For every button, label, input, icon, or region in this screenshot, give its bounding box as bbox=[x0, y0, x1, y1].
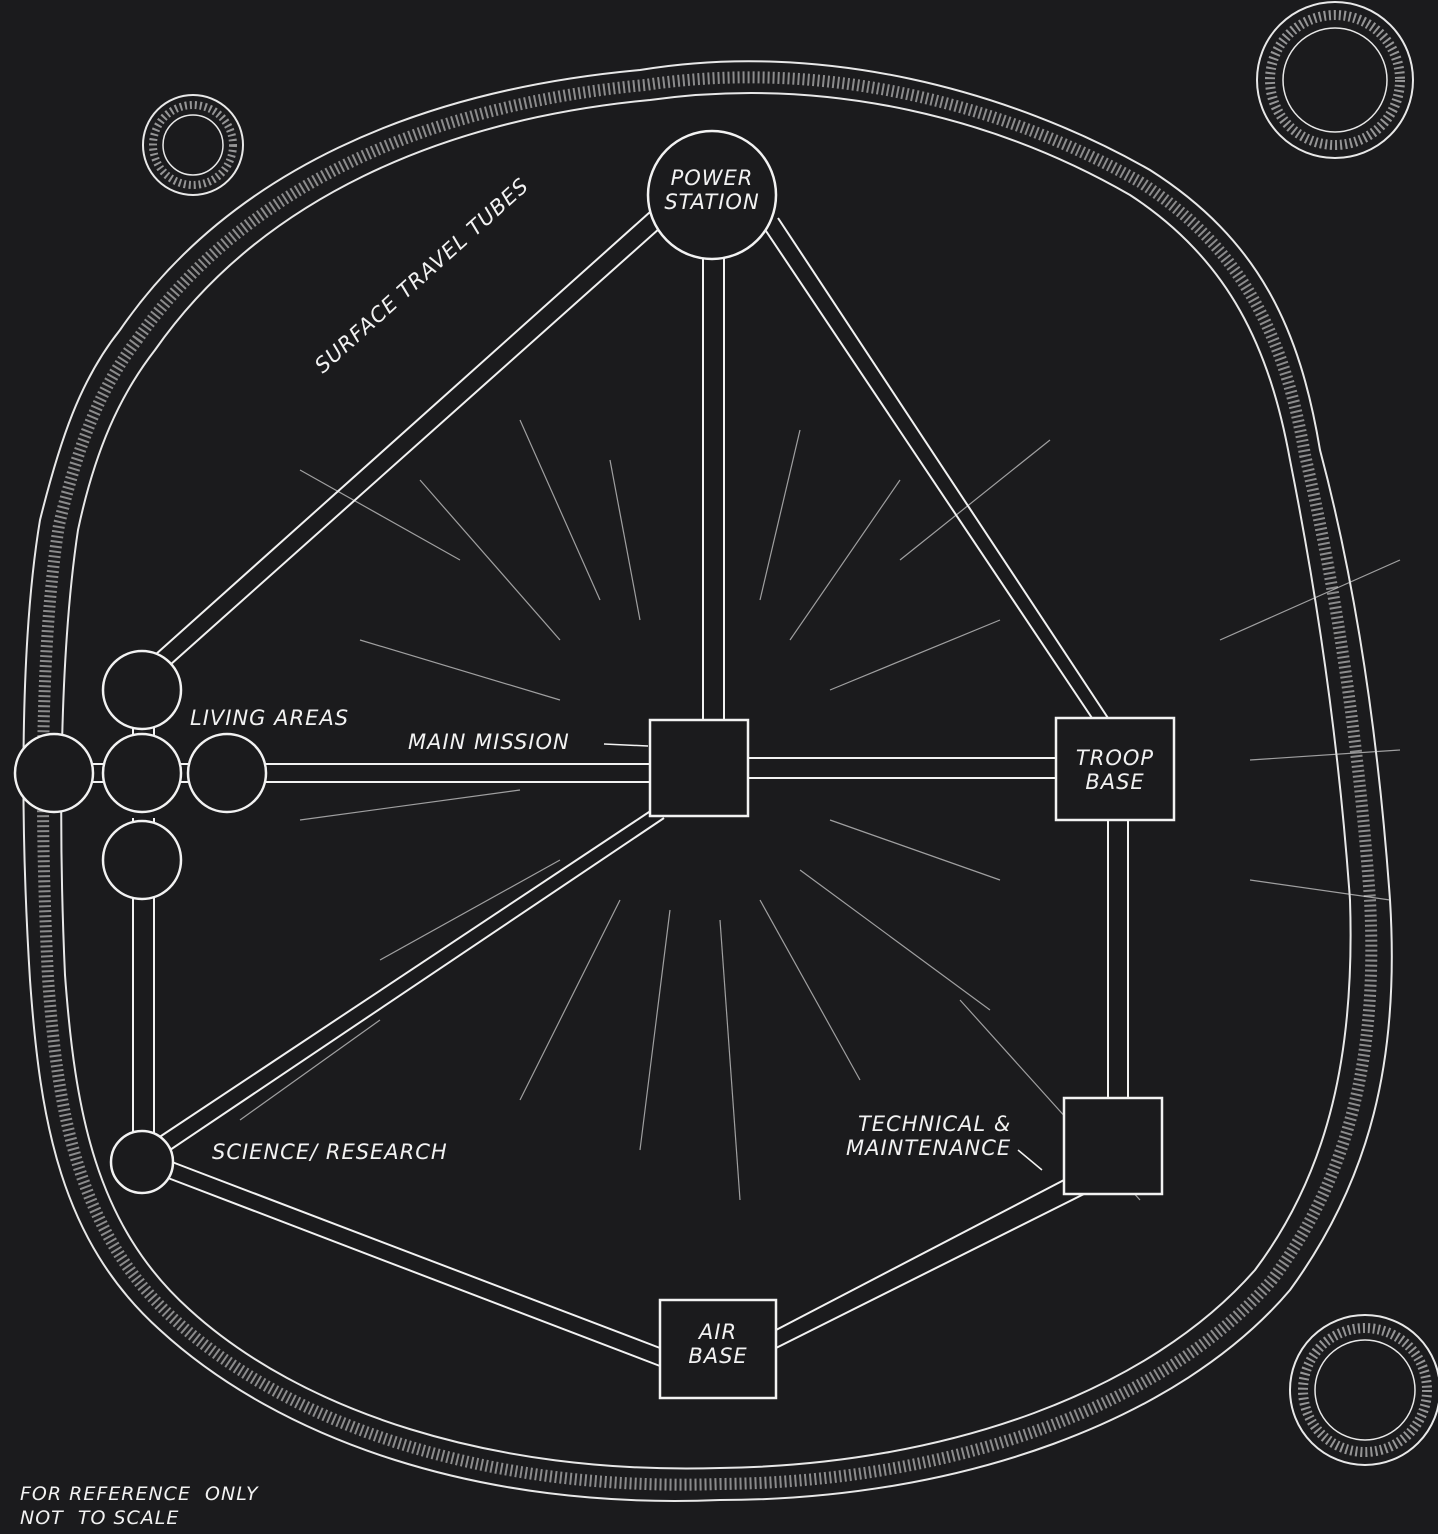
living-area-pod-bottom bbox=[103, 821, 181, 899]
footnote: FOR REFERENCE ONLY NOT TO SCALE bbox=[20, 1482, 259, 1530]
living-areas-label: LIVING AREAS bbox=[190, 706, 349, 730]
science-research-label: SCIENCE/ RESEARCH bbox=[212, 1140, 448, 1164]
living-area-pod-top bbox=[103, 651, 181, 729]
small-crater-top-left bbox=[143, 95, 243, 195]
small-crater-top-right bbox=[1257, 2, 1413, 158]
living-area-pod-center bbox=[103, 734, 181, 812]
main-mission-label: MAIN MISSION bbox=[408, 730, 570, 754]
troop-base-label: TROOP BASE bbox=[1056, 746, 1174, 794]
main-mission-node bbox=[650, 720, 748, 816]
living-area-pod-right bbox=[188, 734, 266, 812]
small-crater-bottom-right bbox=[1290, 1315, 1438, 1465]
air-base-label: AIR BASE bbox=[660, 1320, 776, 1368]
radial-streaks bbox=[240, 420, 1400, 1200]
technical-maintenance-label: TECHNICAL & MAINTENANCE bbox=[846, 1112, 1011, 1160]
technical-maintenance-node bbox=[1064, 1098, 1162, 1194]
living-area-pod-left bbox=[15, 734, 93, 812]
power-station-label: POWER STATION bbox=[648, 166, 776, 214]
science-research-node bbox=[111, 1131, 173, 1193]
